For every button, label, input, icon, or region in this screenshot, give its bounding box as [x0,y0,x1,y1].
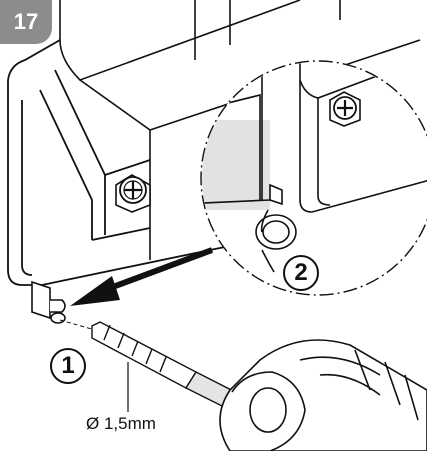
hinge-bracket [31,280,66,324]
drill-icon [219,339,427,452]
step-number-badge: 17 [0,0,52,44]
callout-2: 2 [283,255,319,291]
callout-1: 1 [50,348,86,384]
phillips-screw-icon [115,174,151,213]
callout-1-label: 1 [61,352,75,379]
drill-diameter-label: Ø 1,5mm [86,414,156,433]
step-number: 17 [13,9,39,34]
front-panel [7,39,261,286]
detail-screw-icon [329,91,361,127]
arrow-icon [70,247,214,306]
callout-2-label: 2 [294,259,308,286]
detail-view [202,62,427,273]
